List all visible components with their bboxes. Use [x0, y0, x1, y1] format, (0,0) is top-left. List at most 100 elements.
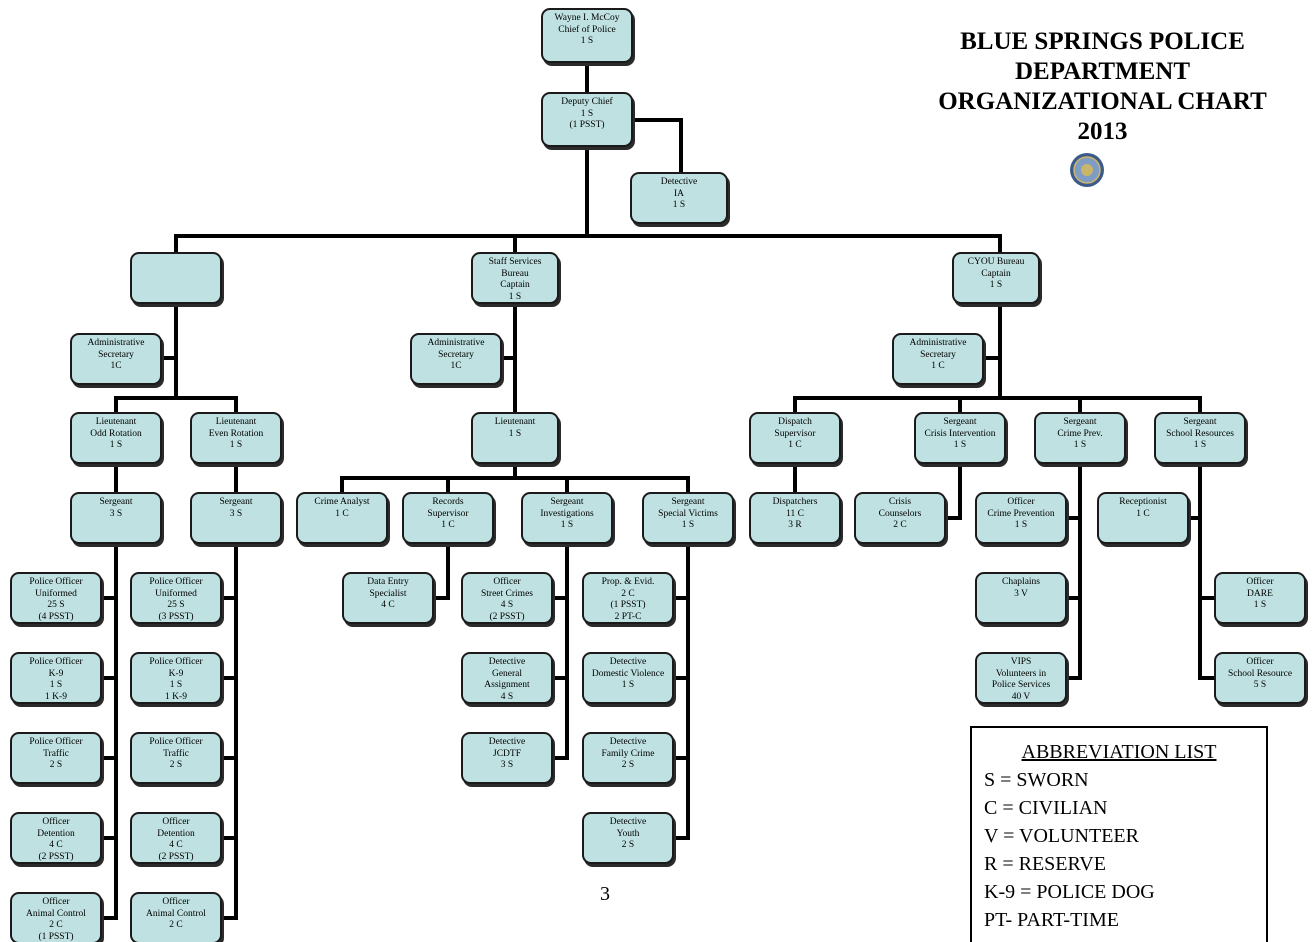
org-box-text: Dispatchers 11 C 3 R — [772, 497, 818, 530]
org-box-det-fam: Detective Family Crime 2 S — [582, 732, 674, 784]
org-box-chaplains: Chaplains 3 V — [975, 572, 1067, 624]
org-box-ac-r: Officer Animal Control 2 C — [130, 892, 222, 942]
abbreviation-item: S = SWORN — [984, 769, 1089, 791]
org-box-text: Wayne I. McCoy Chief of Police 1 S — [554, 13, 620, 46]
org-box-det-youth: Detective Youth 2 S — [582, 812, 674, 864]
org-box-counselors: Crisis Counselors 2 C — [854, 492, 946, 544]
org-box-text: Detective Domestic Violence 1 S — [591, 657, 665, 690]
abbreviation-list: S = SWORN C = CIVILIAN V = VOLUNTEER R =… — [984, 766, 1266, 934]
org-box-text: Sergeant School Resources 1 S — [1166, 417, 1234, 450]
org-box-text: Police Officer K-9 1 S 1 K-9 — [149, 657, 203, 702]
org-box-text: Receptionist 1 C — [1119, 497, 1167, 519]
org-box-text: Crisis Counselors 2 C — [878, 497, 922, 530]
org-box-dare: Officer DARE 1 S — [1214, 572, 1306, 624]
org-box-text: Officer Detention 4 C (2 PSST) — [157, 817, 195, 862]
abbreviation-item: V = VOLUNTEER — [984, 825, 1139, 847]
org-box-k9-l: Police Officer K-9 1 S 1 K-9 — [10, 652, 102, 704]
org-box-records: Records Supervisor 1 C — [402, 492, 494, 544]
org-box-text: Dispatch Supervisor 1 C — [774, 417, 816, 450]
org-box-analyst: Crime Analyst 1 C — [296, 492, 388, 544]
chart-title: BLUE SPRINGS POLICE DEPARTMENT ORGANIZAT… — [938, 28, 1267, 145]
org-box-ops — [130, 252, 222, 304]
org-box-text: Administrative Secretary 1C — [427, 338, 485, 371]
org-box-sgt-odd: Sergeant 3 S — [70, 492, 162, 544]
connector-line — [100, 542, 118, 920]
org-box-text: Sergeant Crime Prev. 1 S — [1057, 417, 1103, 450]
org-box-text: Lieutenant Odd Rotation 1 S — [90, 417, 142, 450]
org-box-text: Lieutenant 1 S — [494, 417, 536, 439]
org-box-ac-l: Officer Animal Control 2 C (1 PSST) — [10, 892, 102, 942]
abbreviation-item: R = RESERVE — [984, 853, 1106, 875]
org-box-receptionist: Receptionist 1 C — [1097, 492, 1189, 544]
abbreviation-item: PT- PART-TIME — [984, 909, 1119, 931]
abbreviation-item: K-9 = POLICE DOG — [984, 881, 1155, 903]
org-box-text: Detective IA 1 S — [660, 177, 698, 210]
connector-line — [432, 542, 450, 600]
org-box-off-sro: Officer School Resource 5 S — [1214, 652, 1306, 704]
connector-line — [631, 118, 683, 174]
org-box-text: Detective Youth 2 S — [609, 817, 647, 850]
connector-line — [340, 476, 690, 494]
org-box-text: Prop. & Evid. 2 C (1 PSST) 2 PT-C — [601, 577, 655, 622]
org-box-text: Lieutenant Even Rotation 1 S — [208, 417, 264, 450]
org-box-prop: Prop. & Evid. 2 C (1 PSST) 2 PT-C — [582, 572, 674, 624]
org-box-vips: VIPS Volunteers in Police Services 40 V — [975, 652, 1067, 704]
connector-line — [1065, 462, 1082, 680]
connector-line — [793, 396, 1202, 414]
abbreviation-list-box: ABBREVIATION LIST S = SWORN C = CIVILIAN… — [970, 726, 1268, 942]
org-box-text: Officer Crime Prevention 1 S — [987, 497, 1055, 530]
org-box-po-uni-l: Police Officer Uniformed 25 S (4 PSST) — [10, 572, 102, 624]
org-box-sgt-sv: Sergeant Special Victims 1 S — [642, 492, 734, 544]
org-box-dispatch-sup: Dispatch Supervisor 1 C — [749, 412, 841, 464]
org-box-det-r: Officer Detention 4 C (2 PSST) — [130, 812, 222, 864]
org-box-sgt-even: Sergeant 3 S — [190, 492, 282, 544]
org-box-text: Sergeant 3 S — [219, 497, 253, 519]
org-box-sgt-crime: Sergeant Crime Prev. 1 S — [1034, 412, 1126, 464]
org-box-sgt-crisis: Sergeant Crisis Intervention 1 S — [914, 412, 1006, 464]
org-box-lt-staff: Lieutenant 1 S — [471, 412, 559, 464]
org-box-sgt-inv: Sergeant Investigations 1 S — [521, 492, 613, 544]
org-box-sgt-school: Sergeant School Resources 1 S — [1154, 412, 1246, 464]
org-box-text: Sergeant Special Victims 1 S — [658, 497, 718, 530]
abbreviation-item: C = CIVILIAN — [984, 797, 1108, 819]
connector-line — [551, 542, 569, 760]
connector-line — [1198, 462, 1216, 680]
org-box-cyou: CYOU Bureau Captain 1 S — [952, 252, 1040, 304]
org-box-text: Officer Street Crimes 4 S (2 PSST) — [481, 577, 533, 622]
connector-line — [220, 542, 238, 920]
org-box-text: Police Officer K-9 1 S 1 K-9 — [29, 657, 83, 702]
org-box-det-dv: Detective Domestic Violence 1 S — [582, 652, 674, 704]
org-box-text: Police Officer Traffic 2 S — [29, 737, 83, 770]
org-box-text: Detective JCDTF 3 S — [488, 737, 526, 770]
org-box-text: VIPS Volunteers in Police Services 40 V — [991, 657, 1051, 702]
org-box-text: Staff Services Bureau Captain 1 S — [488, 257, 542, 302]
org-box-traffic-l: Police Officer Traffic 2 S — [10, 732, 102, 784]
org-box-det-gen: Detective General Assignment 4 S — [461, 652, 553, 704]
org-box-adm3: Administrative Secretary 1 C — [892, 333, 984, 385]
org-box-text: Chaplains 3 V — [1002, 577, 1040, 599]
org-box-text: Police Officer Uniformed 25 S (4 PSST) — [29, 577, 83, 622]
abbreviation-list-title: ABBREVIATION LIST — [1021, 741, 1217, 763]
org-box-text: Data Entry Specialist 4 C — [367, 577, 409, 610]
org-box-k9-r: Police Officer K-9 1 S 1 K-9 — [130, 652, 222, 704]
org-box-text: Sergeant 3 S — [99, 497, 133, 519]
org-box-text: Police Officer Uniformed 25 S (3 PSST) — [149, 577, 203, 622]
page-number: 3 — [600, 883, 610, 905]
org-box-text: Administrative Secretary 1 C — [909, 338, 967, 371]
org-box-text: CYOU Bureau Captain 1 S — [967, 257, 1025, 290]
org-box-deputy: Deputy Chief 1 S (1 PSST) — [541, 92, 633, 147]
org-box-text: Officer Animal Control 2 C (1 PSST) — [26, 897, 86, 942]
org-box-text: Officer DARE 1 S — [1246, 577, 1274, 610]
org-box-po-uni-r: Police Officer Uniformed 25 S (3 PSST) — [130, 572, 222, 624]
org-box-adm2: Administrative Secretary 1C — [410, 333, 502, 385]
org-box-det-jcdtf: Detective JCDTF 3 S — [461, 732, 553, 784]
org-box-text: Detective Family Crime 2 S — [601, 737, 655, 770]
org-box-dispatchers: Dispatchers 11 C 3 R — [749, 492, 841, 544]
org-box-off-cp: Officer Crime Prevention 1 S — [975, 492, 1067, 544]
org-box-lt-even: Lieutenant Even Rotation 1 S — [190, 412, 282, 464]
org-box-text: Sergeant Investigations 1 S — [540, 497, 594, 530]
org-box-chief: Wayne I. McCoy Chief of Police 1 S — [541, 8, 633, 63]
police-seal-icon — [1070, 153, 1104, 187]
